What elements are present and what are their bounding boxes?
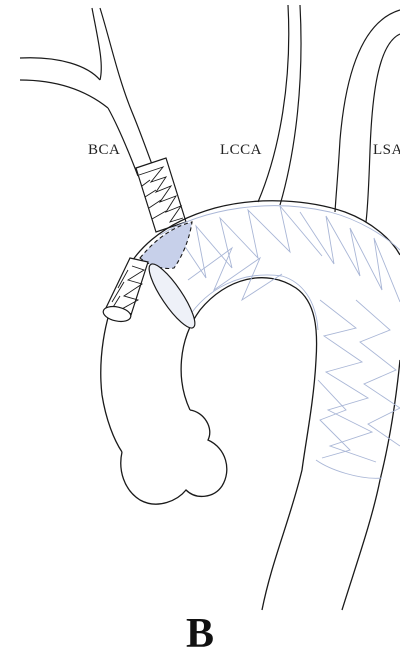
panel-letter: B (0, 612, 400, 656)
lcca-label: LCCA (220, 142, 262, 159)
aortic-stent-wire (160, 206, 400, 479)
bca-stent-lower (102, 258, 148, 324)
graft-opening (142, 259, 201, 333)
lcca-vessel (258, 5, 301, 205)
bca-label: BCA (88, 142, 120, 159)
lsa-label: LSA (373, 142, 400, 159)
lsa-vessel (335, 10, 400, 222)
bca-stent-upper (136, 158, 186, 232)
